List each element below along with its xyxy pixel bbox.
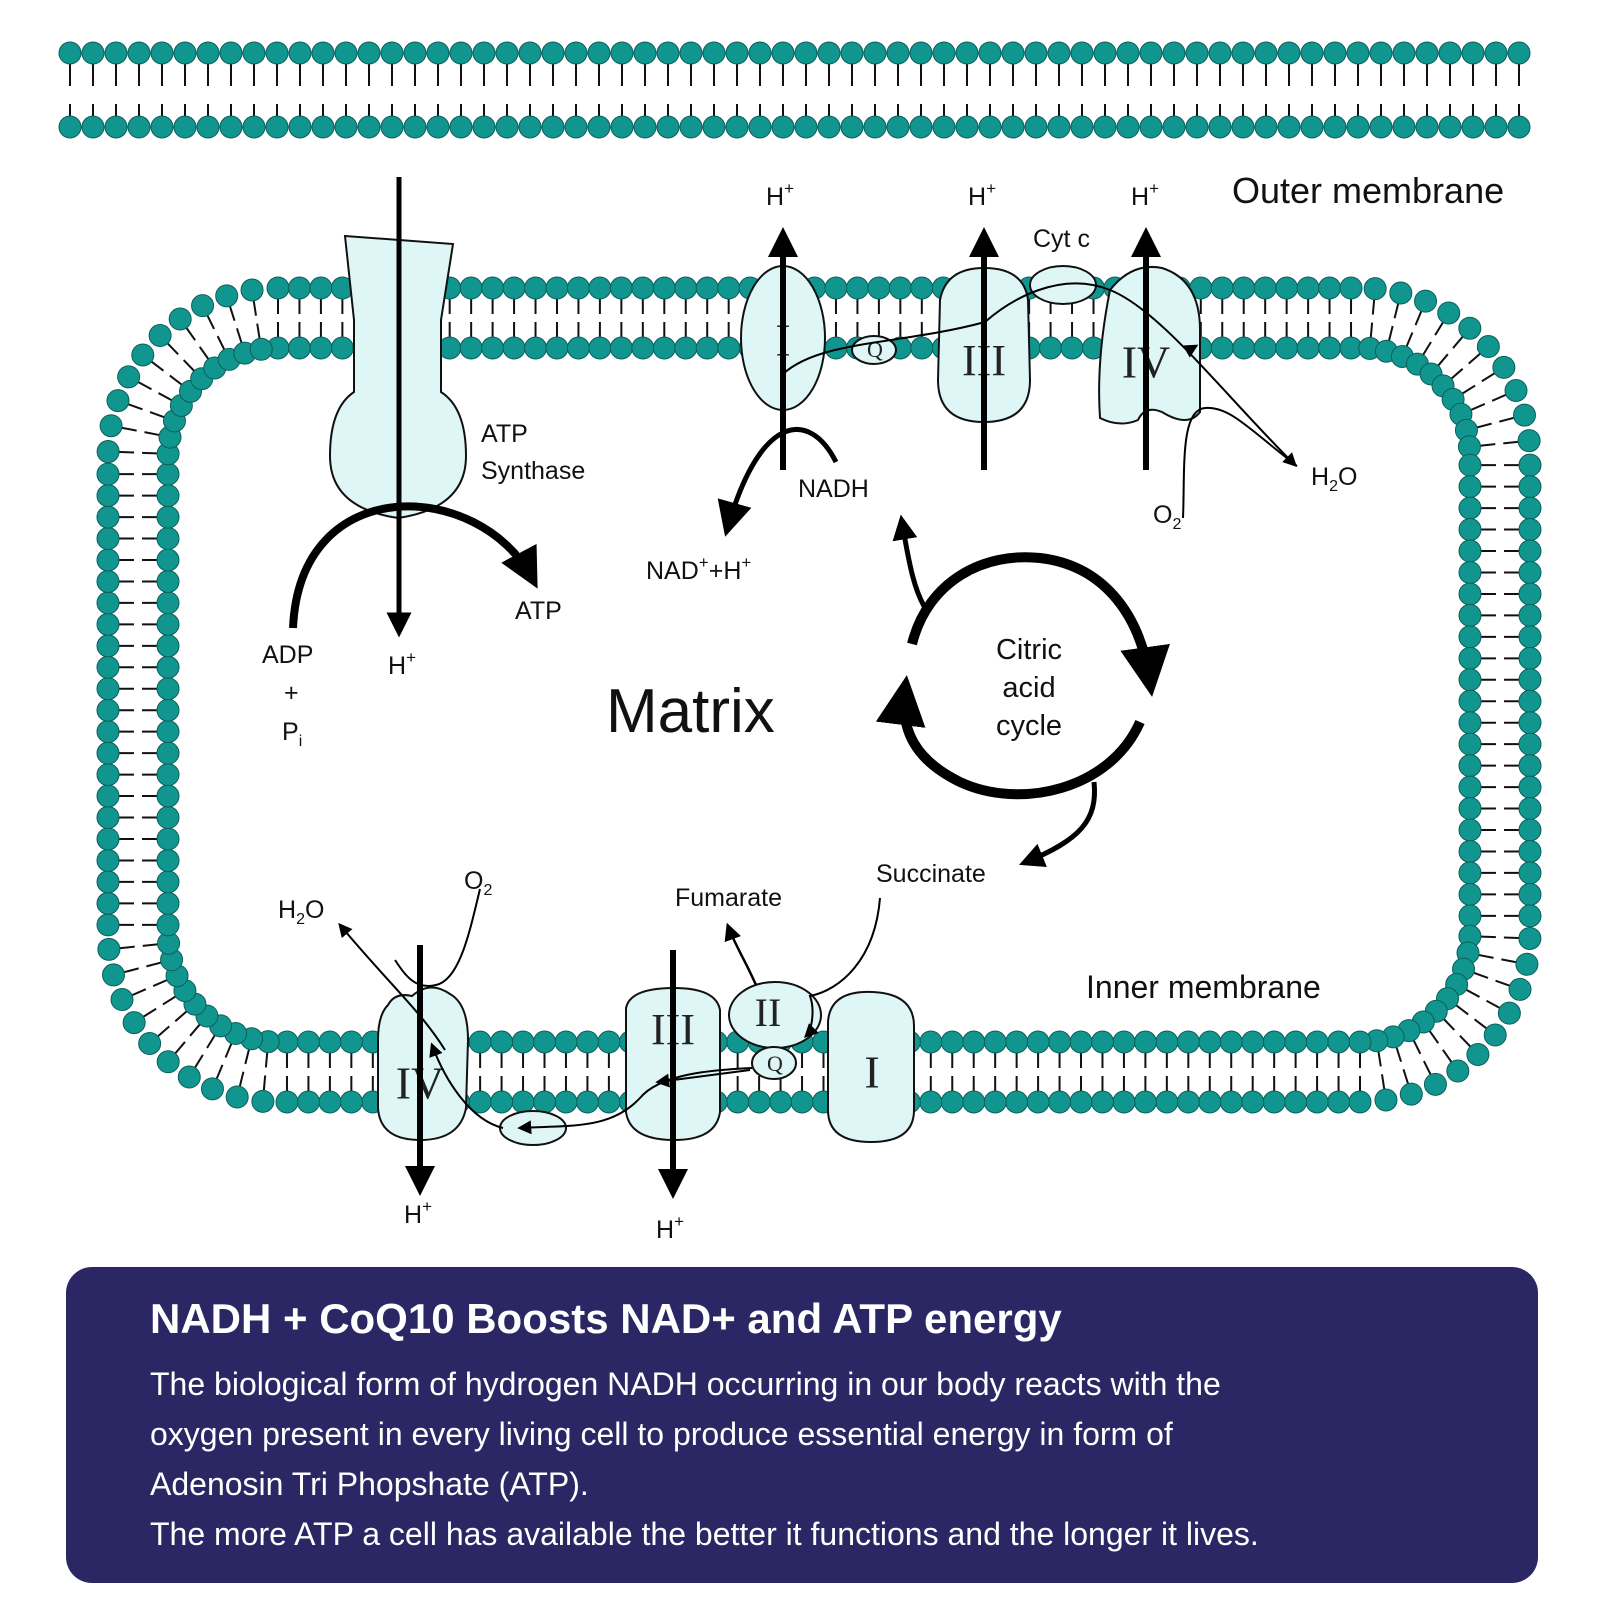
oxygen-label-top: O2 bbox=[1153, 501, 1181, 533]
cyt-c-label: Cyt c bbox=[1033, 225, 1090, 253]
complex-ii-bottom: II bbox=[728, 981, 822, 1049]
complex-i-bottom: I bbox=[827, 990, 915, 1144]
complex-iii-top: III bbox=[936, 227, 1032, 470]
proton-label-atp-synthase: H+ bbox=[388, 648, 416, 680]
phosphate-label: Pi bbox=[282, 718, 302, 750]
citric-acid-cycle-line1: Citric bbox=[996, 634, 1062, 666]
atp-product-label: ATP bbox=[515, 597, 562, 625]
proton-label-complex-iii-bottom: H+ bbox=[656, 1212, 684, 1244]
svg-text:Q: Q bbox=[767, 1051, 783, 1076]
citric-acid-cycle bbox=[875, 514, 1170, 867]
adp-label: ADP bbox=[262, 641, 313, 669]
atp-synthase-label-line2: Synthase bbox=[481, 457, 585, 485]
info-title: NADH + CoQ10 Boosts NAD+ and ATP energy bbox=[150, 1295, 1062, 1342]
atp-synthase bbox=[289, 177, 538, 638]
info-text-line-3: Adenosin Tri Phopshate (ATP). bbox=[150, 1466, 589, 1502]
water-label-top: H2O bbox=[1311, 463, 1357, 495]
info-text-line-1: The biological form of hydrogen NADH occ… bbox=[150, 1366, 1221, 1402]
nadh-label: NADH bbox=[798, 475, 869, 503]
info-text-line-4: The more ATP a cell has available the be… bbox=[150, 1516, 1259, 1552]
water-label-bottom: H2O bbox=[278, 896, 324, 928]
info-text-line-2: oxygen present in every living cell to p… bbox=[150, 1416, 1173, 1452]
atp-synthase-label-line1: ATP bbox=[481, 420, 528, 448]
complex-i-top: I bbox=[740, 227, 826, 470]
proton-label-complex-iv-top: H+ bbox=[1131, 179, 1159, 211]
proton-label-complex-iii-top: H+ bbox=[968, 179, 996, 211]
proton-label-complex-iv-bottom: H+ bbox=[404, 1197, 432, 1229]
outer-membrane bbox=[58, 41, 1531, 139]
complex-iv-bottom: IV bbox=[377, 945, 470, 1196]
proton-label-complex-i-top: H+ bbox=[766, 179, 794, 211]
oxygen-label-bottom: O2 bbox=[464, 867, 492, 899]
matrix-label: Matrix bbox=[606, 677, 775, 746]
citric-acid-cycle-line3: cycle bbox=[996, 710, 1062, 742]
coenzyme-q-bottom: Q bbox=[751, 1046, 797, 1080]
inner-membrane bbox=[96, 276, 1542, 1114]
complex-iv-top: IV bbox=[1098, 227, 1201, 470]
fumarate-label: Fumarate bbox=[675, 884, 782, 912]
coenzyme-q-top: Q bbox=[851, 335, 897, 365]
svg-text:I: I bbox=[864, 1047, 879, 1098]
outer-membrane-label: Outer membrane bbox=[1232, 170, 1504, 211]
adp-plus-label: + bbox=[284, 679, 299, 707]
inner-membrane-label: Inner membrane bbox=[1086, 969, 1321, 1005]
info-box: NADH + CoQ10 Boosts NAD+ and ATP energy … bbox=[66, 1267, 1538, 1583]
succinate-label: Succinate bbox=[876, 860, 986, 888]
svg-text:II: II bbox=[755, 990, 782, 1035]
complex-iii-bottom: III bbox=[625, 950, 721, 1199]
citric-acid-cycle-line2: acid bbox=[1002, 672, 1055, 704]
nad-plus-label: NAD++H+ bbox=[646, 553, 751, 585]
